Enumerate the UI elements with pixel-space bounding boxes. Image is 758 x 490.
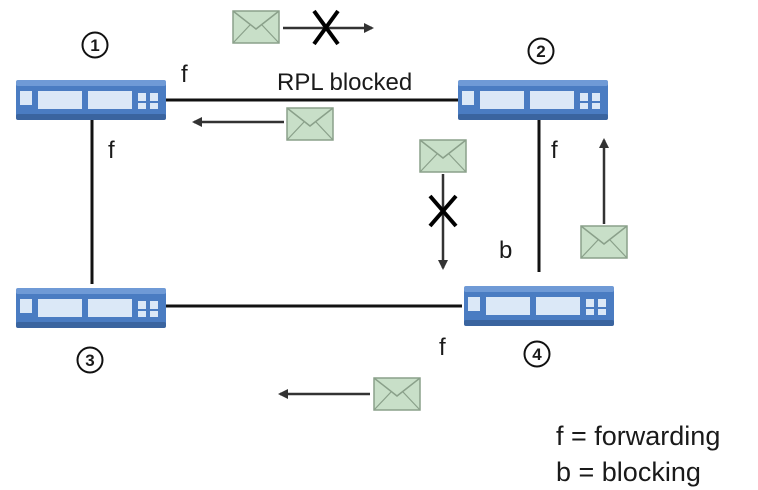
envelope-icon bbox=[232, 10, 280, 44]
rpl-blocked-label: RPL blocked bbox=[277, 69, 412, 96]
node-1-badge: 1 bbox=[81, 31, 109, 59]
node-1-number: 1 bbox=[90, 36, 99, 55]
port-state-n2-south: f bbox=[551, 137, 558, 164]
node-3-badge: 3 bbox=[76, 346, 104, 374]
node-4-badge: 4 bbox=[523, 340, 551, 368]
switch-1 bbox=[16, 80, 166, 120]
envelope-icon bbox=[419, 139, 467, 173]
block-x-icon bbox=[428, 194, 458, 228]
switch-2 bbox=[458, 80, 608, 120]
block-x-icon bbox=[312, 9, 340, 46]
node-3-number: 3 bbox=[85, 351, 94, 370]
node-2-badge: 2 bbox=[527, 37, 555, 65]
port-state-n1-south: f bbox=[108, 137, 115, 164]
node-2-number: 2 bbox=[536, 42, 545, 61]
legend-forwarding: f = forwarding bbox=[556, 421, 721, 451]
envelope-icon bbox=[373, 377, 421, 411]
port-state-n1-east: f bbox=[181, 61, 188, 88]
switch-4 bbox=[464, 286, 614, 326]
envelope-icon bbox=[286, 107, 334, 141]
legend-blocking: b = blocking bbox=[556, 457, 701, 487]
port-state-n4-west: f bbox=[439, 334, 446, 361]
node-4-number: 4 bbox=[532, 345, 542, 364]
legend: f = forwarding b = blocking bbox=[556, 418, 720, 490]
port-state-n4-north: b bbox=[499, 237, 512, 264]
envelope-icon bbox=[580, 225, 628, 259]
switch-3 bbox=[16, 288, 166, 328]
